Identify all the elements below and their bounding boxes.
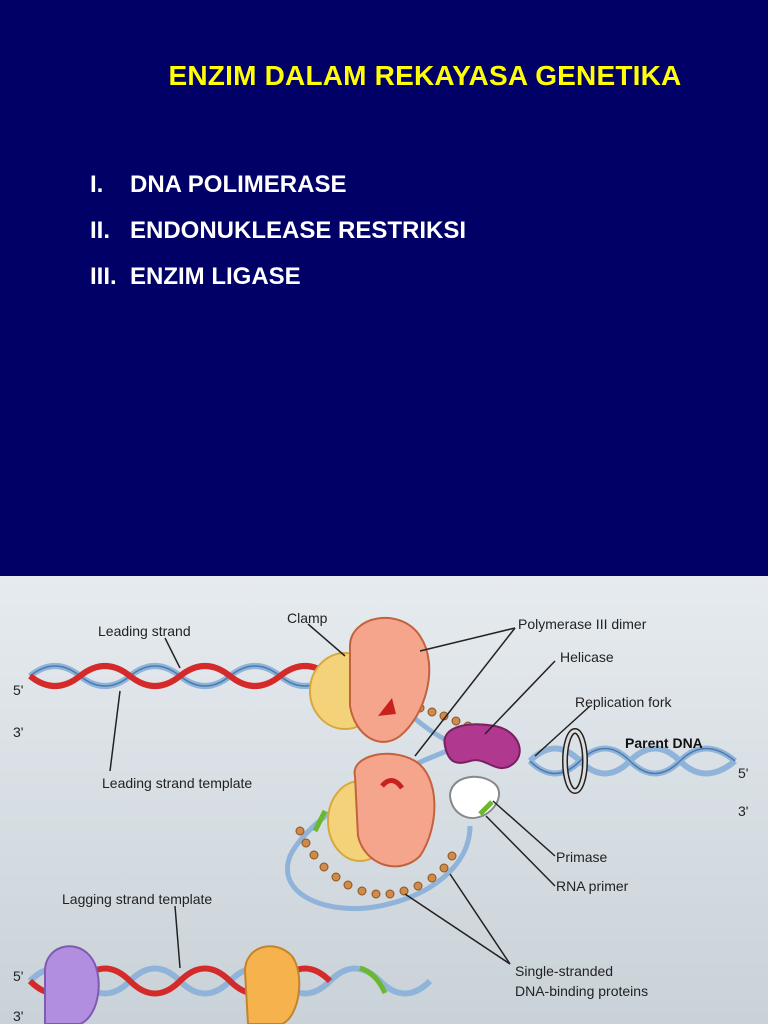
polymerase-dimer	[349, 617, 436, 868]
label-rna-primer: RNA primer	[556, 878, 629, 894]
leading-helix	[28, 663, 332, 689]
list-text: DNA POLIMERASE	[130, 171, 347, 198]
slide-title: ENZIM DALAM REKAYASA GENETIKA	[168, 60, 682, 91]
label-five-prime-right: 5'	[738, 765, 748, 781]
label-helicase: Helicase	[560, 649, 614, 665]
list-numeral: I.	[90, 171, 104, 198]
label-primase: Primase	[556, 849, 608, 865]
list-numeral: II.	[90, 217, 111, 244]
replication-diagram: Leading strand Clamp Polymerase III dime…	[0, 576, 768, 1024]
label-five-prime-top: 5'	[13, 682, 23, 698]
leader-lines	[109, 623, 591, 969]
dna-replication-figure: Leading strand Clamp Polymerase III dime…	[0, 576, 768, 1024]
label-three-prime-right: 3'	[738, 803, 748, 819]
label-ssb-line2: DNA-binding proteins	[515, 983, 648, 999]
polymerase-lagging	[44, 945, 100, 1024]
list-text: ENDONUKLEASE RESTRIKSI	[130, 217, 467, 244]
label-polymerase: Polymerase III dimer	[518, 616, 647, 632]
label-clamp: Clamp	[287, 610, 328, 626]
label-parent-dna: Parent DNA	[625, 735, 703, 751]
rna-primer-2	[312, 809, 328, 833]
list-item: I. DNA POLIMERASE	[90, 162, 466, 208]
list-item: III. ENZIM LIGASE	[90, 254, 466, 300]
label-lagging-template: Lagging strand template	[62, 891, 212, 907]
label-leading-strand: Leading strand	[98, 623, 191, 639]
list-text: ENZIM LIGASE	[130, 263, 301, 290]
label-replication-fork: Replication fork	[575, 694, 672, 710]
label-leading-template: Leading strand template	[102, 775, 252, 791]
helicase	[443, 723, 521, 769]
rna-primer	[478, 800, 494, 816]
label-five-prime-bottom: 5'	[13, 968, 23, 984]
list-numeral: III.	[90, 263, 117, 290]
ligase-protein	[243, 945, 301, 1024]
enzyme-list: I. DNA POLIMERASE II. ENDONUKLEASE RESTR…	[90, 162, 466, 300]
list-item: II. ENDONUKLEASE RESTRIKSI	[90, 208, 466, 254]
label-three-prime-bottom: 3'	[13, 1008, 23, 1024]
label-ssb-line1: Single-stranded	[515, 963, 613, 979]
slide: ENZIM DALAM REKAYASA GENETIKA I. DNA POL…	[90, 60, 682, 300]
rotation-arrow-icon	[562, 728, 588, 794]
label-three-prime-top: 3'	[13, 724, 23, 740]
